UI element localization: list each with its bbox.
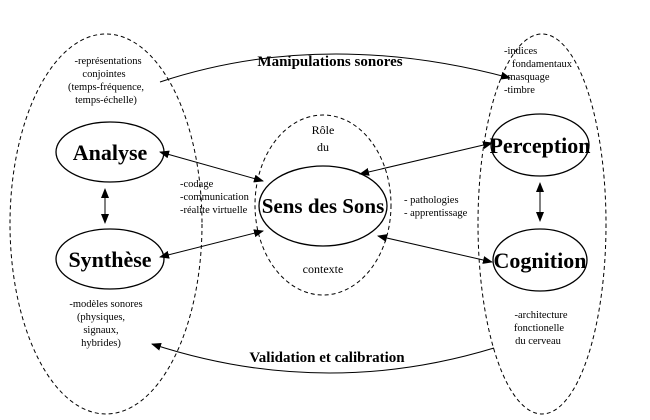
middle-left-notes: -codage -communication -réalite virtuell… [180,179,250,216]
note-line: -représentations [74,56,141,67]
manipulations-sonores-label: Manipulations sonores [257,54,402,70]
arrow-manipulations-sonores [159,53,511,83]
right-group-dashed-boundary [477,33,607,415]
contexte-label: contexte [303,262,344,276]
note-line: -modèles sonores [69,299,142,310]
arrow-center-cognition [377,234,493,264]
du-label: du [317,140,329,154]
arrow-validation-calibration [151,342,495,374]
arrow-synthese-center [159,229,264,259]
sens-des-sons-label: Sens des Sons [262,194,385,218]
note-line: - apprentissage [404,208,468,219]
middle-right-notes: - pathologies - apprentissage [404,195,468,219]
cognition-node [492,228,588,292]
sens-des-sons-node [258,165,388,247]
validation-calibration-label: Validation et calibration [249,350,405,366]
left-bottom-notes: -modèles sonores (physiques, signaux, hy… [69,299,142,349]
note-line: (temps-fréquence, [68,82,144,93]
left-top-notes: -représentations conjointes (temps-fréqu… [68,56,144,106]
arrow-analyse-center [159,150,264,183]
analyse-label: Analyse [73,140,148,165]
note-line: -communication [180,192,250,203]
note-line: (physiques, [77,312,125,323]
right-top-notes: -indices fondamentaux -masquage -timbre [504,46,573,96]
arrow-center-perception [359,141,493,176]
perception-label: Perception [489,133,590,158]
note-line: -timbre [504,85,535,96]
note-line: -codage [180,179,214,190]
note-line: fondamentaux [512,59,573,70]
note-line: temps-échelle) [75,95,137,106]
note-line: fonctionelle [514,323,564,334]
note-line: -indices [504,46,537,57]
left-group-dashed-boundary [9,33,203,415]
synthese-node [55,228,165,290]
note-line: -réalite virtuelle [180,205,248,216]
right-bottom-notes: -architecture fonctionelle du cerveau [514,310,568,347]
note-line: -masquage [504,72,550,83]
note-line: -architecture [514,310,567,321]
center-group-dashed-boundary [254,114,392,296]
note-line: signaux, [83,325,118,336]
role-label: Rôle [312,123,335,137]
cognition-label: Cognition [494,248,587,273]
synthese-label: Synthèse [68,247,151,272]
note-line: du cerveau [515,336,562,347]
note-line: hybrides) [81,338,121,349]
note-line: conjointes [82,69,125,80]
note-line: - pathologies [404,195,459,206]
